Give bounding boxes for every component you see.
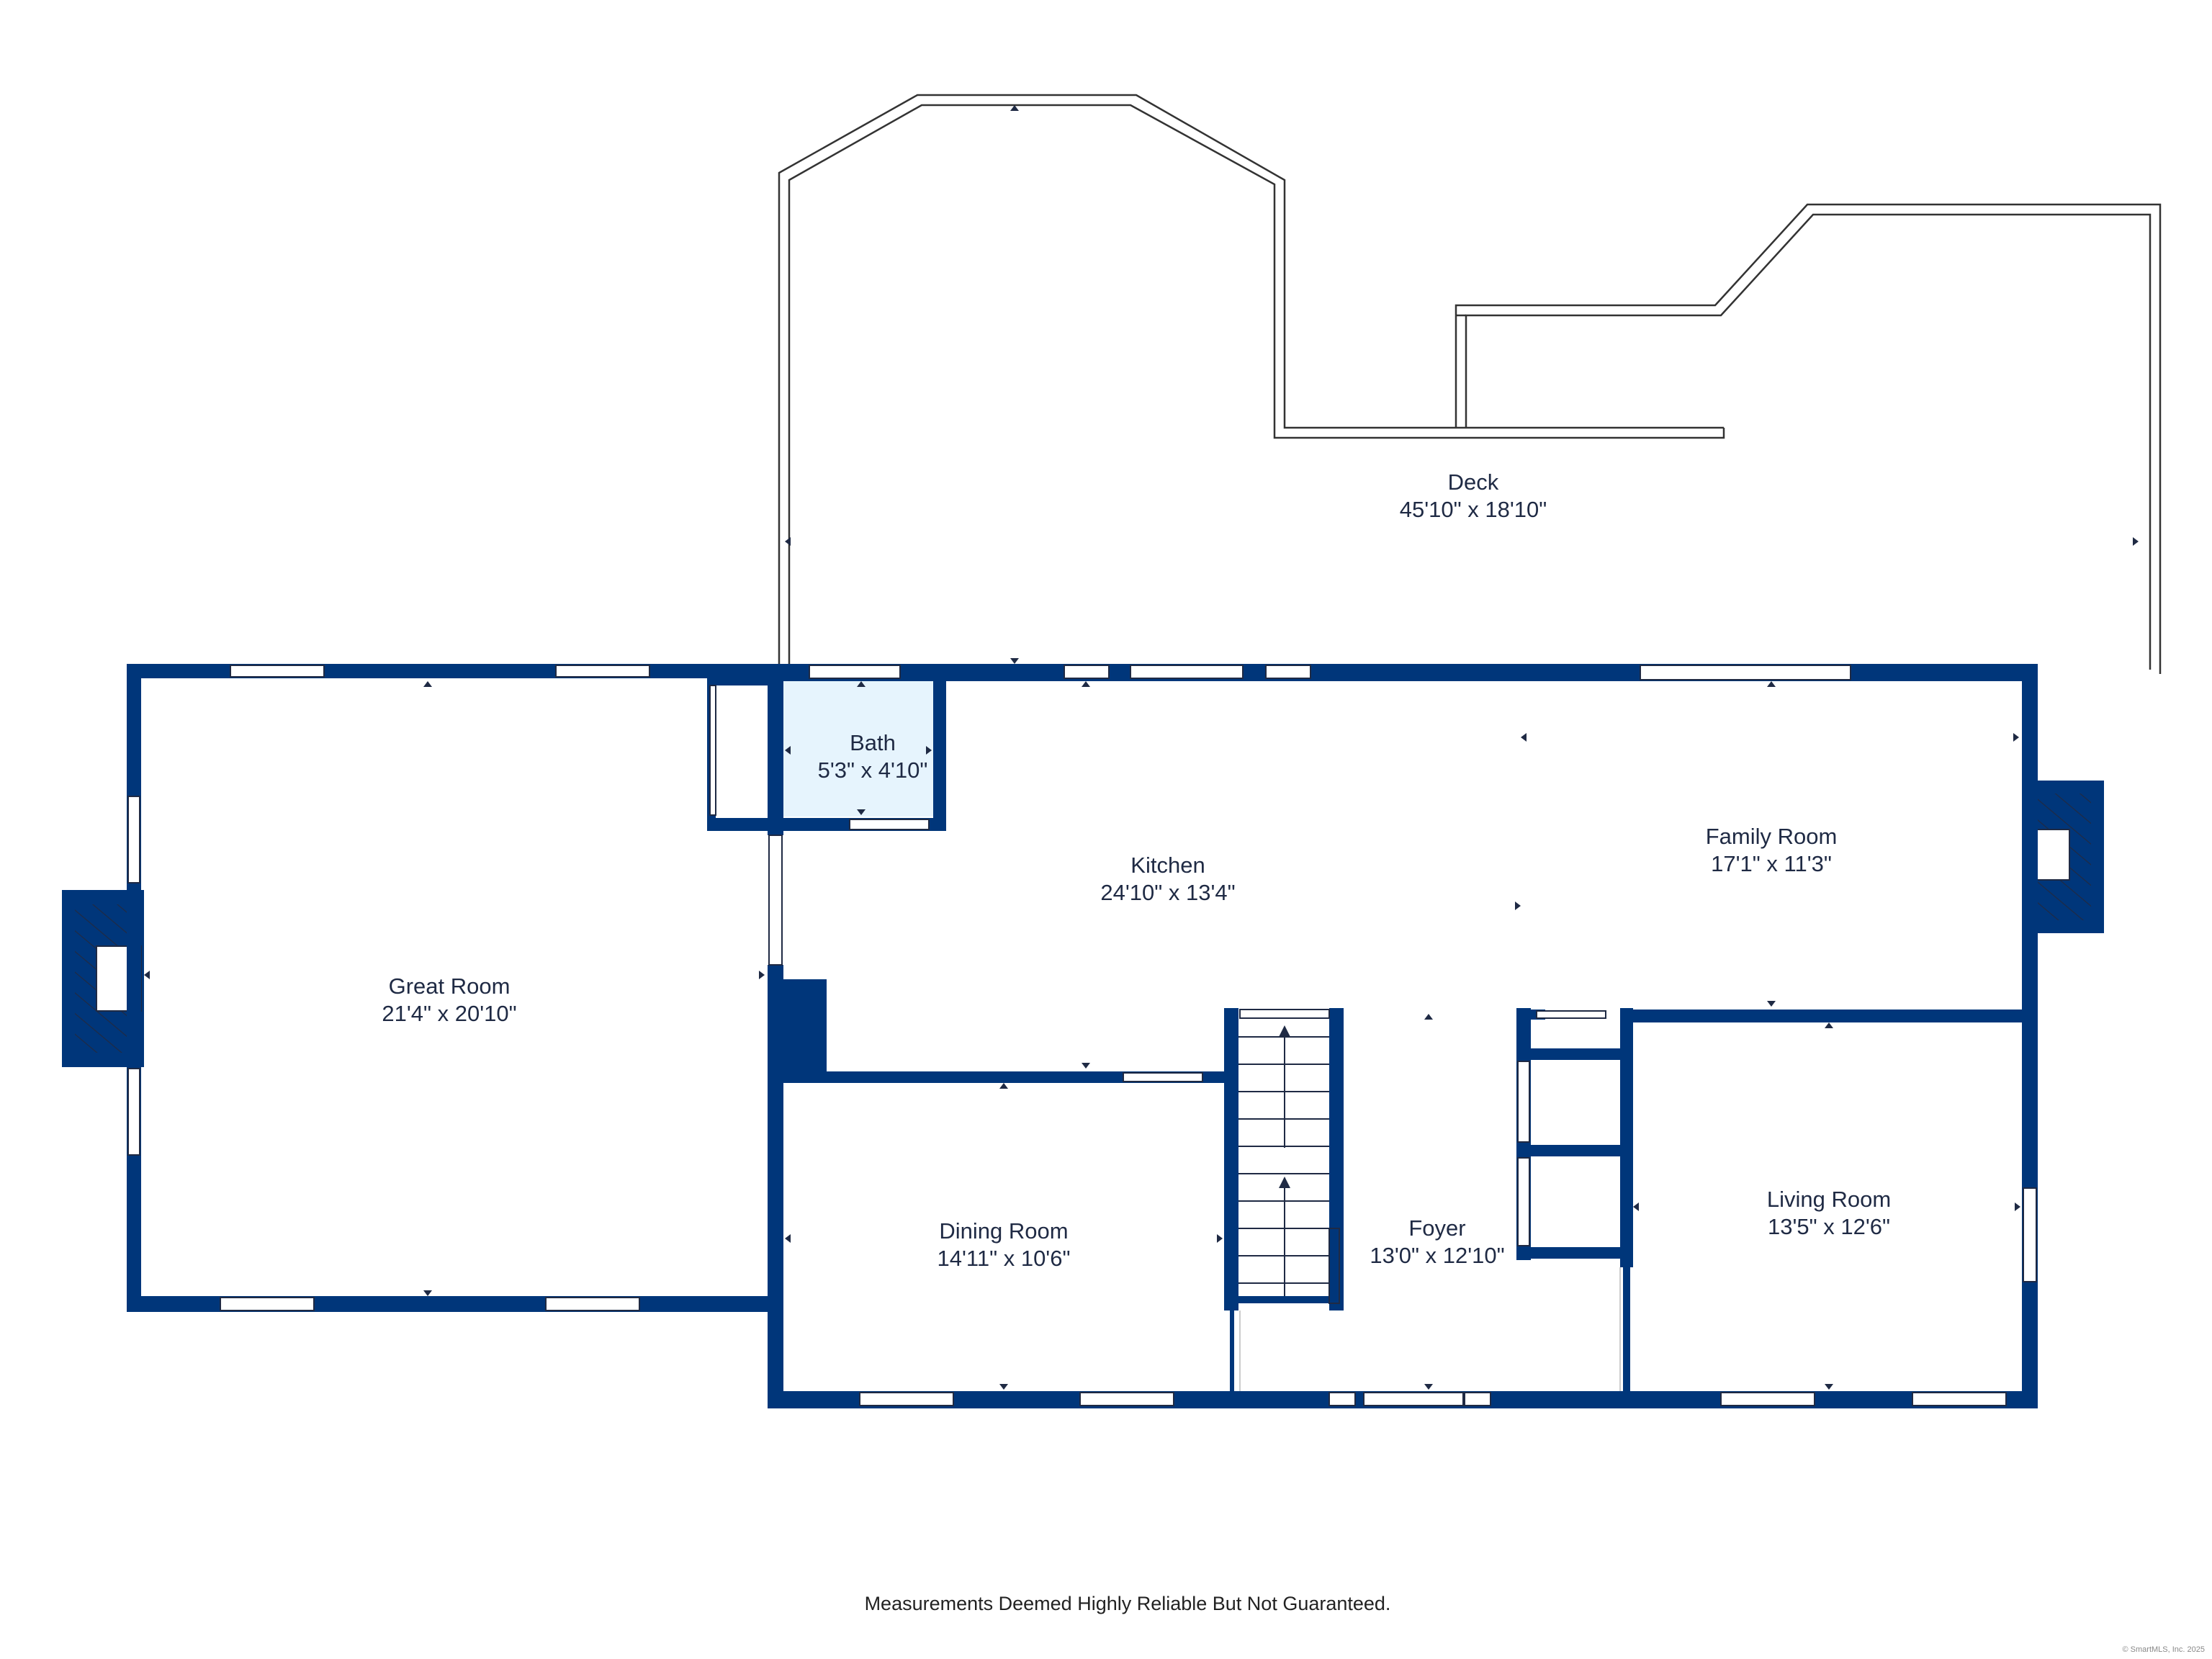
room-dims-kitchen: 24'10" x 13'4": [1100, 880, 1235, 905]
room-label-deck: Deck 45'10" x 18'10": [1400, 469, 1547, 522]
copyright-credit: © SmartMLS, Inc. 2025: [2123, 1645, 2206, 1654]
room-dims-deck: 45'10" x 18'10": [1400, 497, 1547, 522]
dimension-ticks: [144, 105, 2139, 1390]
disclaimer-text: Measurements Deemed Highly Reliable But …: [865, 1593, 1391, 1614]
opening-lines: [1239, 1267, 1621, 1391]
room-name-deck: Deck: [1448, 469, 1499, 495]
room-dims-foyer: 13'0" x 12'10": [1370, 1243, 1504, 1268]
room-name-great-room: Great Room: [389, 974, 511, 999]
room-dims-dining-room: 14'11" x 10'6": [938, 1246, 1071, 1271]
room-dims-living-room: 13'5" x 12'6": [1768, 1214, 1890, 1239]
room-name-family-room: Family Room: [1706, 824, 1838, 849]
room-name-dining-room: Dining Room: [939, 1218, 1068, 1244]
room-dims-family-room: 17'1" x 11'3": [1711, 851, 1832, 876]
room-label-dining-room: Dining Room 14'11" x 10'6": [938, 1218, 1071, 1271]
windows: [127, 665, 2037, 1406]
room-label-kitchen: Kitchen 24'10" x 13'4": [1100, 853, 1235, 905]
room-label-family-room: Family Room 17'1" x 11'3": [1706, 824, 1838, 876]
room-label-living-room: Living Room 13'5" x 12'6": [1767, 1187, 1891, 1239]
room-dims-bath: 5'3" x 4'10": [818, 757, 928, 783]
room-name-kitchen: Kitchen: [1130, 853, 1205, 878]
deck-outline: [778, 94, 2162, 674]
room-name-living-room: Living Room: [1767, 1187, 1891, 1212]
fireplace-right: [2031, 781, 2104, 933]
bath-floor: [783, 681, 940, 817]
room-label-bath: Bath 5'3" x 4'10": [818, 730, 928, 783]
walls: [127, 664, 2038, 1408]
room-name-foyer: Foyer: [1408, 1215, 1465, 1241]
staircase: [1238, 1025, 1340, 1304]
room-label-foyer: Foyer 13'0" x 12'10": [1370, 1215, 1504, 1268]
room-label-great-room: Great Room 21'4" x 20'10": [382, 974, 516, 1026]
room-dims-great-room: 21'4" x 20'10": [382, 1001, 516, 1026]
room-name-bath: Bath: [850, 730, 896, 755]
